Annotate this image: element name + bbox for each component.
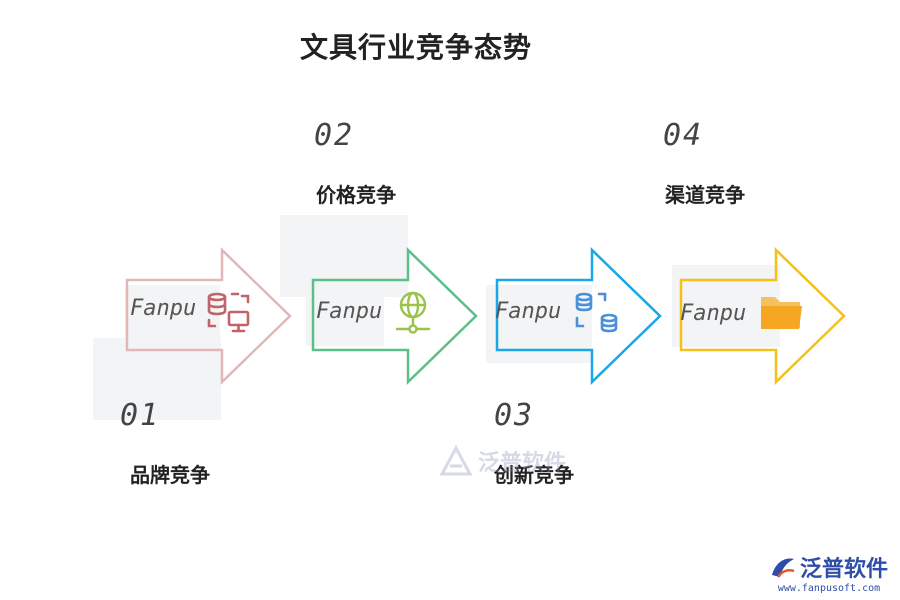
step-1-number: 01 — [120, 398, 161, 433]
watermark-text: 泛普软件 — [478, 451, 567, 476]
footer-url: www.fanpusoft.com — [777, 583, 881, 594]
step-2-brand: Fanpu — [316, 299, 383, 324]
step-1-shade-bottom — [93, 338, 221, 420]
step-3-brand: Fanpu — [495, 299, 562, 324]
step-3-label: 创新竞争 — [494, 463, 574, 487]
step-2-number: 02 — [314, 118, 355, 153]
globe-network-icon — [395, 291, 431, 334]
step-4-label: 渠道竞争 — [665, 183, 745, 207]
step-1-brand: Fanpu — [130, 296, 197, 321]
step-2-arrow — [311, 247, 478, 385]
step-2-shade-lower — [306, 296, 384, 346]
step-3-number: 03 — [494, 398, 535, 433]
step-4-brand: Fanpu — [680, 301, 747, 326]
watermark: 泛普软件 — [438, 444, 566, 478]
fanpu-logo-icon — [771, 558, 795, 578]
step-1-label: 品牌竞争 — [130, 463, 210, 487]
step-2-label: 价格竞争 — [316, 183, 396, 207]
folder-icon — [761, 297, 802, 329]
step-4-number: 04 — [663, 118, 704, 153]
footer-name: 泛普软件 — [799, 557, 888, 582]
step-4-arrow — [679, 247, 846, 385]
step-3-arrow — [495, 247, 662, 385]
page-title: 文具行业竞争态势 — [300, 31, 533, 64]
watermark-logo-icon — [439, 444, 473, 476]
step-1-arrow — [125, 247, 292, 385]
database-sync-icon — [575, 292, 618, 333]
step-2-shade — [280, 215, 408, 297]
step-1-shade-top — [125, 285, 220, 340]
footer-logo: 泛普软件 www.fanpusoft.com — [770, 551, 888, 594]
database-monitor-icon — [207, 292, 250, 333]
